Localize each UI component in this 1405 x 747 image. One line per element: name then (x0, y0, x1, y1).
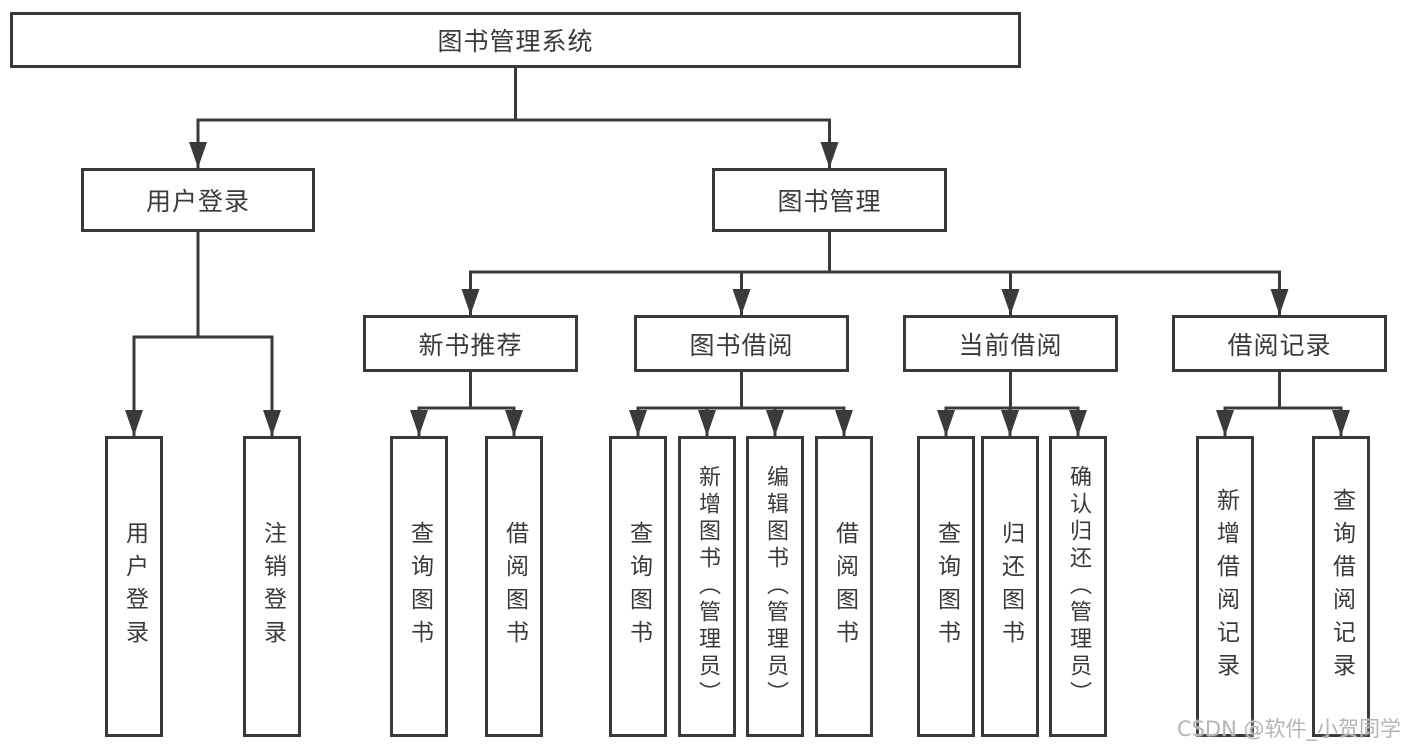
leaf-current-confirm-admin: 确认归还（管理员） (1049, 436, 1107, 737)
leaf-borrow-edit-admin-label: 编辑图书（管理员） (763, 465, 788, 708)
leaf-borrow-edit-admin: 编辑图书（管理员） (746, 436, 804, 737)
node-book-management-branch: 图书管理 (712, 168, 947, 232)
node-user-login-branch-label: 用户登录 (145, 187, 250, 216)
leaf-current-query-label: 查询图书 (933, 520, 960, 653)
node-book-management-branch-label: 图书管理 (777, 187, 882, 216)
leaf-newbooks-query: 查询图书 (390, 436, 448, 737)
leaf-records-add-label: 新增借阅记录 (1212, 487, 1239, 686)
leaf-newbooks-borrow-label: 借阅图书 (501, 520, 528, 653)
leaf-current-query: 查询图书 (917, 436, 975, 737)
leaf-records-query-label: 查询借阅记录 (1328, 487, 1355, 686)
node-borrow-records: 借阅记录 (1172, 315, 1387, 372)
leaf-borrow-borrow-label: 借阅图书 (831, 520, 858, 653)
leaf-records-query: 查询借阅记录 (1312, 436, 1370, 737)
node-book-borrow: 图书借阅 (634, 315, 849, 372)
leaf-logout-label: 注销登录 (259, 520, 286, 653)
leaf-borrow-add-admin-label: 新增图书（管理员） (695, 465, 720, 708)
node-book-borrow-label: 图书借阅 (689, 330, 794, 360)
leaf-borrow-borrow: 借阅图书 (815, 436, 873, 737)
leaf-newbooks-query-label: 查询图书 (406, 520, 433, 653)
leaf-logout: 注销登录 (243, 436, 301, 737)
leaf-current-return-label: 归还图书 (997, 520, 1024, 653)
node-user-login-branch: 用户登录 (81, 168, 315, 232)
leaf-borrow-add-admin: 新增图书（管理员） (678, 436, 736, 737)
leaf-records-add: 新增借阅记录 (1196, 436, 1254, 737)
leaf-user-login-label: 用户登录 (121, 520, 148, 653)
leaf-newbooks-borrow: 借阅图书 (485, 436, 543, 737)
node-borrow-records-label: 借阅记录 (1227, 330, 1332, 360)
node-new-book-recommend-label: 新书推荐 (418, 330, 523, 360)
leaf-current-return: 归还图书 (981, 436, 1039, 737)
leaf-current-confirm-admin-label: 确认归还（管理员） (1066, 465, 1091, 708)
node-root-label: 图书管理系统 (437, 27, 594, 56)
csdn-watermark: CSDN @软件_小贺同学 (1176, 717, 1401, 741)
node-new-book-recommend: 新书推荐 (363, 315, 578, 372)
leaf-borrow-query: 查询图书 (609, 436, 667, 737)
node-current-borrow-label: 当前借阅 (958, 330, 1063, 360)
leaf-user-login: 用户登录 (105, 436, 163, 737)
node-root-system: 图书管理系统 (10, 12, 1021, 68)
node-current-borrow: 当前借阅 (903, 315, 1118, 372)
leaf-borrow-query-label: 查询图书 (625, 520, 652, 653)
